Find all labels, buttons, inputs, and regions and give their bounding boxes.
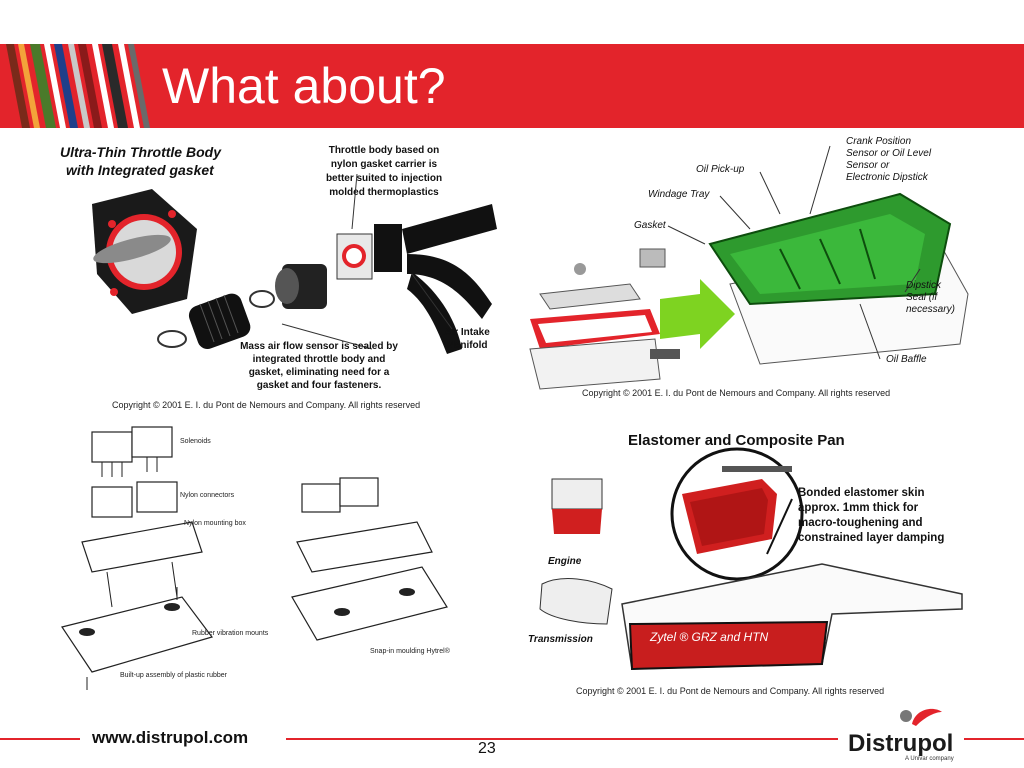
air-intake-label: Air Intake Manifold	[432, 326, 502, 352]
note-line: molded thermoplastics	[329, 187, 439, 198]
relay-assembly-diagram	[61, 426, 448, 690]
engine-label: Engine	[548, 556, 582, 567]
note-line: macro-toughening and	[798, 517, 923, 529]
throttle-copyright: Copyright © 2001 E. I. du Pont de Nemour…	[112, 400, 421, 410]
bonded-elastomer-note: Bonded elastomer skin approx. 1mm thick …	[798, 486, 944, 546]
composite-copyright: Copyright © 2001 E. I. du Pont de Nemour…	[576, 686, 885, 696]
note-line: approx. 1mm thick for	[798, 502, 919, 514]
solenoids-label: Solenoids	[180, 438, 211, 445]
rubber-mounts-label: Rubber vibration mounts	[192, 630, 269, 637]
zytel-pan-label: Zytel ® GRZ and HTN	[650, 630, 769, 644]
label-line: Dipstick	[906, 280, 942, 291]
gasket-label: Gasket	[634, 220, 666, 231]
label-line: Manifold	[446, 340, 488, 351]
slide-title: What about?	[162, 58, 446, 114]
snap-in-moulding-label: Snap-in moulding Hytrel®	[370, 648, 450, 655]
page-number: 23	[478, 740, 496, 757]
note-line: Bonded elastomer skin	[798, 487, 925, 499]
note-line: nylon gasket carrier is	[330, 159, 438, 170]
logo-subtitle: A Univar company	[905, 756, 954, 762]
transmission-label: Transmission	[528, 634, 593, 645]
throttle-note-sensor: Mass air flow sensor is sealed by integr…	[224, 340, 414, 392]
relay-assembly-panel: Solenoids Nylon connectors Nylon mountin…	[52, 422, 502, 700]
note-line: integrated throttle body and	[252, 354, 386, 365]
website-link[interactable]: www.distrupol.com	[92, 728, 249, 747]
nylon-connectors-label: Nylon connectors	[180, 492, 235, 499]
throttle-note-carrier: Throttle body based on nylon gasket carr…	[314, 144, 454, 200]
oil-pan-diagram	[529, 145, 969, 390]
note-line: gasket and four fasteners.	[256, 380, 382, 391]
label-line: Sensor or	[846, 160, 890, 171]
oil-pan-panel: Crank Position Sensor or Oil Level Senso…	[520, 134, 972, 404]
note-line: better suited to injection	[325, 173, 443, 184]
nylon-mounting-box-label: Nylon mounting box	[184, 520, 246, 527]
oilpan-copyright: Copyright © 2001 E. I. du Pont de Nemour…	[582, 388, 891, 398]
note-line: constrained layer damping	[798, 532, 945, 544]
throttle-heading-2: with Integrated gasket	[66, 162, 214, 178]
label-line: Air Intake	[444, 327, 490, 338]
footer-line-right	[964, 738, 1024, 740]
footer-line-mid	[286, 738, 838, 740]
composite-heading: Elastomer and Composite Pan	[628, 432, 845, 449]
label-line: Crank Position	[846, 136, 912, 147]
note-line: Mass air flow sensor is sealed by	[240, 341, 398, 352]
distrupol-logo-icon	[900, 708, 942, 726]
label-line: necessary)	[906, 304, 955, 315]
oil-pickup-label: Oil Pick-up	[696, 164, 745, 175]
composite-pan-panel: Elastomer and Composite Pan Bonded elast…	[522, 424, 972, 704]
label-line: Sensor or Oil Level	[846, 148, 932, 159]
label-line: Seal (if	[906, 292, 938, 303]
label-line: Electronic Dipstick	[846, 172, 928, 183]
throttle-body-diagram	[92, 173, 497, 354]
oil-baffle-label: Oil Baffle	[886, 354, 927, 365]
dipstick-seal-label: Dipstick Seal (if necessary)	[906, 280, 955, 316]
crank-sensor-label: Crank Position Sensor or Oil Level Senso…	[846, 136, 931, 184]
built-up-assembly-label: Built-up assembly of plastic rubber	[120, 672, 227, 679]
throttle-heading-1: Ultra-Thin Throttle Body	[60, 144, 221, 160]
throttle-body-panel: Ultra-Thin Throttle Body with Integrated…	[52, 134, 502, 414]
footer-line-left	[0, 738, 80, 740]
distrupol-logo-text: Distrupol	[848, 730, 954, 757]
note-line: gasket, eliminating need for a	[248, 367, 390, 378]
header-stripes-graphic	[0, 44, 160, 128]
composite-pan-diagram	[539, 447, 963, 671]
windage-tray-label: Windage Tray	[648, 189, 710, 200]
note-line: Throttle body based on	[328, 145, 440, 156]
slide-header: What about?	[0, 44, 1024, 128]
